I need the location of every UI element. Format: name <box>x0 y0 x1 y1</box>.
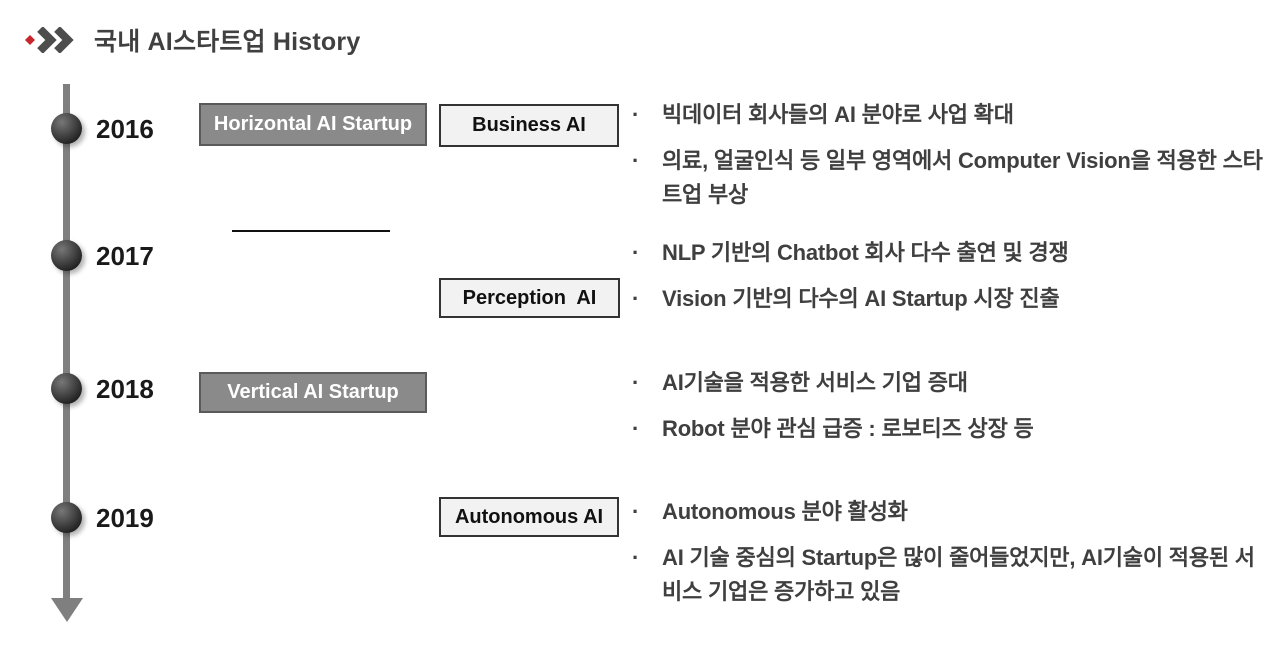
chevron-right-icon <box>37 27 57 53</box>
bullet-group-2019: · Autonomous 분야 활성화 · AI 기술 중심의 Startup은… <box>632 495 1264 621</box>
bullet-text: Autonomous 분야 활성화 <box>662 499 908 524</box>
bullet-text: AI 기술 중심의 Startup은 많이 줄어들었지만, AI기술이 적용된 … <box>662 545 1255 604</box>
title-bullet-icon <box>25 27 74 53</box>
bullet-item: · AI 기술 중심의 Startup은 많이 줄어들었지만, AI기술이 적용… <box>632 541 1264 609</box>
category-box-horizontal-ai-startup: Horizontal AI Startup <box>199 103 427 146</box>
year-label-2016: 2016 <box>96 114 154 144</box>
bullet-marker: · <box>632 370 640 395</box>
bullet-marker: · <box>632 148 640 173</box>
red-diamond-icon <box>25 35 35 45</box>
bullet-group-2017: · NLP 기반의 Chatbot 회사 다수 출연 및 경쟁 · Vision… <box>632 236 1264 328</box>
bullet-item: · NLP 기반의 Chatbot 회사 다수 출연 및 경쟁 <box>632 236 1264 270</box>
bullet-item: · 의료, 얼굴인식 등 일부 영역에서 Computer Vision을 적용… <box>632 144 1264 212</box>
bullet-text: Vision 기반의 다수의 AI Startup 시장 진출 <box>662 286 1060 311</box>
year-label-2018: 2018 <box>96 374 154 404</box>
bullet-text: NLP 기반의 Chatbot 회사 다수 출연 및 경쟁 <box>662 240 1069 265</box>
bullet-marker: · <box>632 286 640 311</box>
bullet-text: 빅데이터 회사들의 AI 분야로 사업 확대 <box>662 102 1014 127</box>
category-box-vertical-ai-startup: Vertical AI Startup <box>199 372 427 413</box>
bullet-marker: · <box>632 499 640 524</box>
divider-line <box>232 230 390 232</box>
page-title: 국내 AI스타트업 History <box>94 28 361 56</box>
timeline-dot-2017 <box>51 240 82 271</box>
timeline-line <box>63 84 70 602</box>
timeline-arrow-icon <box>51 598 83 622</box>
timeline-dot-2018 <box>51 373 82 404</box>
category-box-business-ai: Business AI <box>439 104 619 147</box>
bullet-item: · Autonomous 분야 활성화 <box>632 495 1264 529</box>
category-box-perception-ai: Perception AI <box>439 278 620 318</box>
bullet-item: · Vision 기반의 다수의 AI Startup 시장 진출 <box>632 282 1264 316</box>
bullet-group-2018: · AI기술을 적용한 서비스 기업 증대 · Robot 분야 관심 급증 :… <box>632 366 1264 458</box>
bullet-group-2016: · 빅데이터 회사들의 AI 분야로 사업 확대 · 의료, 얼굴인식 등 일부… <box>632 98 1264 224</box>
slide-header: 국내 AI스타트업 History <box>24 22 360 58</box>
bullet-item: · Robot 분야 관심 급증 : 로보티즈 상장 등 <box>632 412 1264 446</box>
year-label-2019: 2019 <box>96 503 154 533</box>
bullet-marker: · <box>632 102 640 127</box>
chevron-right-icon <box>54 27 74 53</box>
bullet-text: AI기술을 적용한 서비스 기업 증대 <box>662 370 968 395</box>
bullet-text: Robot 분야 관심 급증 : 로보티즈 상장 등 <box>662 416 1034 441</box>
bullet-item: · AI기술을 적용한 서비스 기업 증대 <box>632 366 1264 400</box>
category-box-autonomous-ai: Autonomous AI <box>439 497 619 537</box>
year-label-2017: 2017 <box>96 241 154 271</box>
bullet-item: · 빅데이터 회사들의 AI 분야로 사업 확대 <box>632 98 1264 132</box>
bullet-marker: · <box>632 545 640 570</box>
timeline-dot-2019 <box>51 502 82 533</box>
timeline-dot-2016 <box>51 113 82 144</box>
bullet-text: 의료, 얼굴인식 등 일부 영역에서 Computer Vision을 적용한 … <box>662 148 1263 207</box>
bullet-marker: · <box>632 240 640 265</box>
bullet-marker: · <box>632 416 640 441</box>
